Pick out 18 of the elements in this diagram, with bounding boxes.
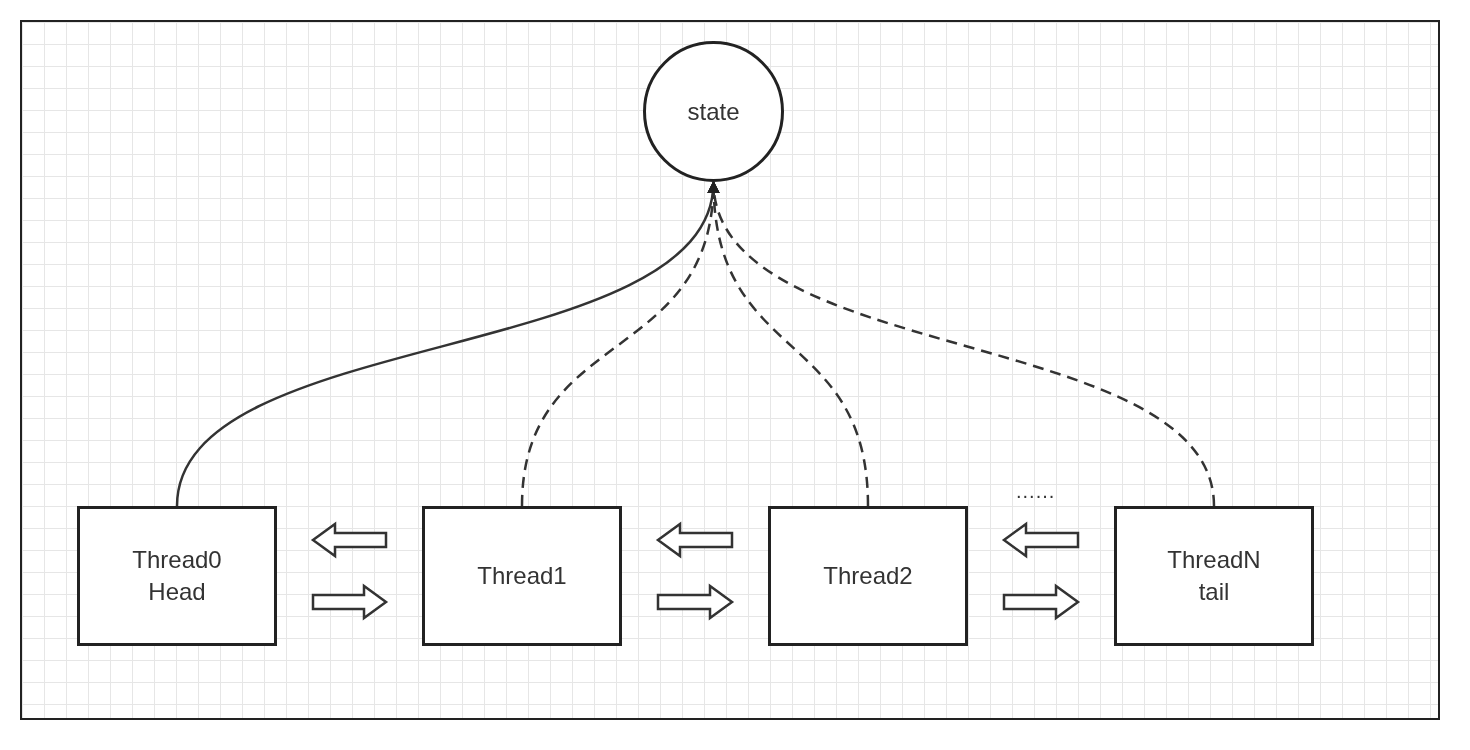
thread-box xyxy=(422,506,622,646)
thread-box xyxy=(77,506,277,646)
node-label: Thread0 xyxy=(132,545,222,575)
thread-box xyxy=(768,506,968,646)
hollow-arrow xyxy=(310,521,388,559)
node-label: tail xyxy=(1198,577,1230,607)
hollow-arrow xyxy=(1002,583,1081,621)
thread-box xyxy=(1114,506,1314,646)
hollow-arrow xyxy=(655,521,734,559)
hollow-arrow xyxy=(311,583,389,621)
node-label: ThreadN xyxy=(1167,545,1261,575)
node-label: state xyxy=(687,96,740,127)
node-label: Thread1 xyxy=(477,561,567,591)
hollow-arrow xyxy=(656,583,735,621)
ellipsis-label: ...... xyxy=(1016,479,1056,504)
node-label: Thread2 xyxy=(823,561,913,591)
node-label: Head xyxy=(148,577,206,607)
hollow-arrow xyxy=(1001,521,1080,559)
